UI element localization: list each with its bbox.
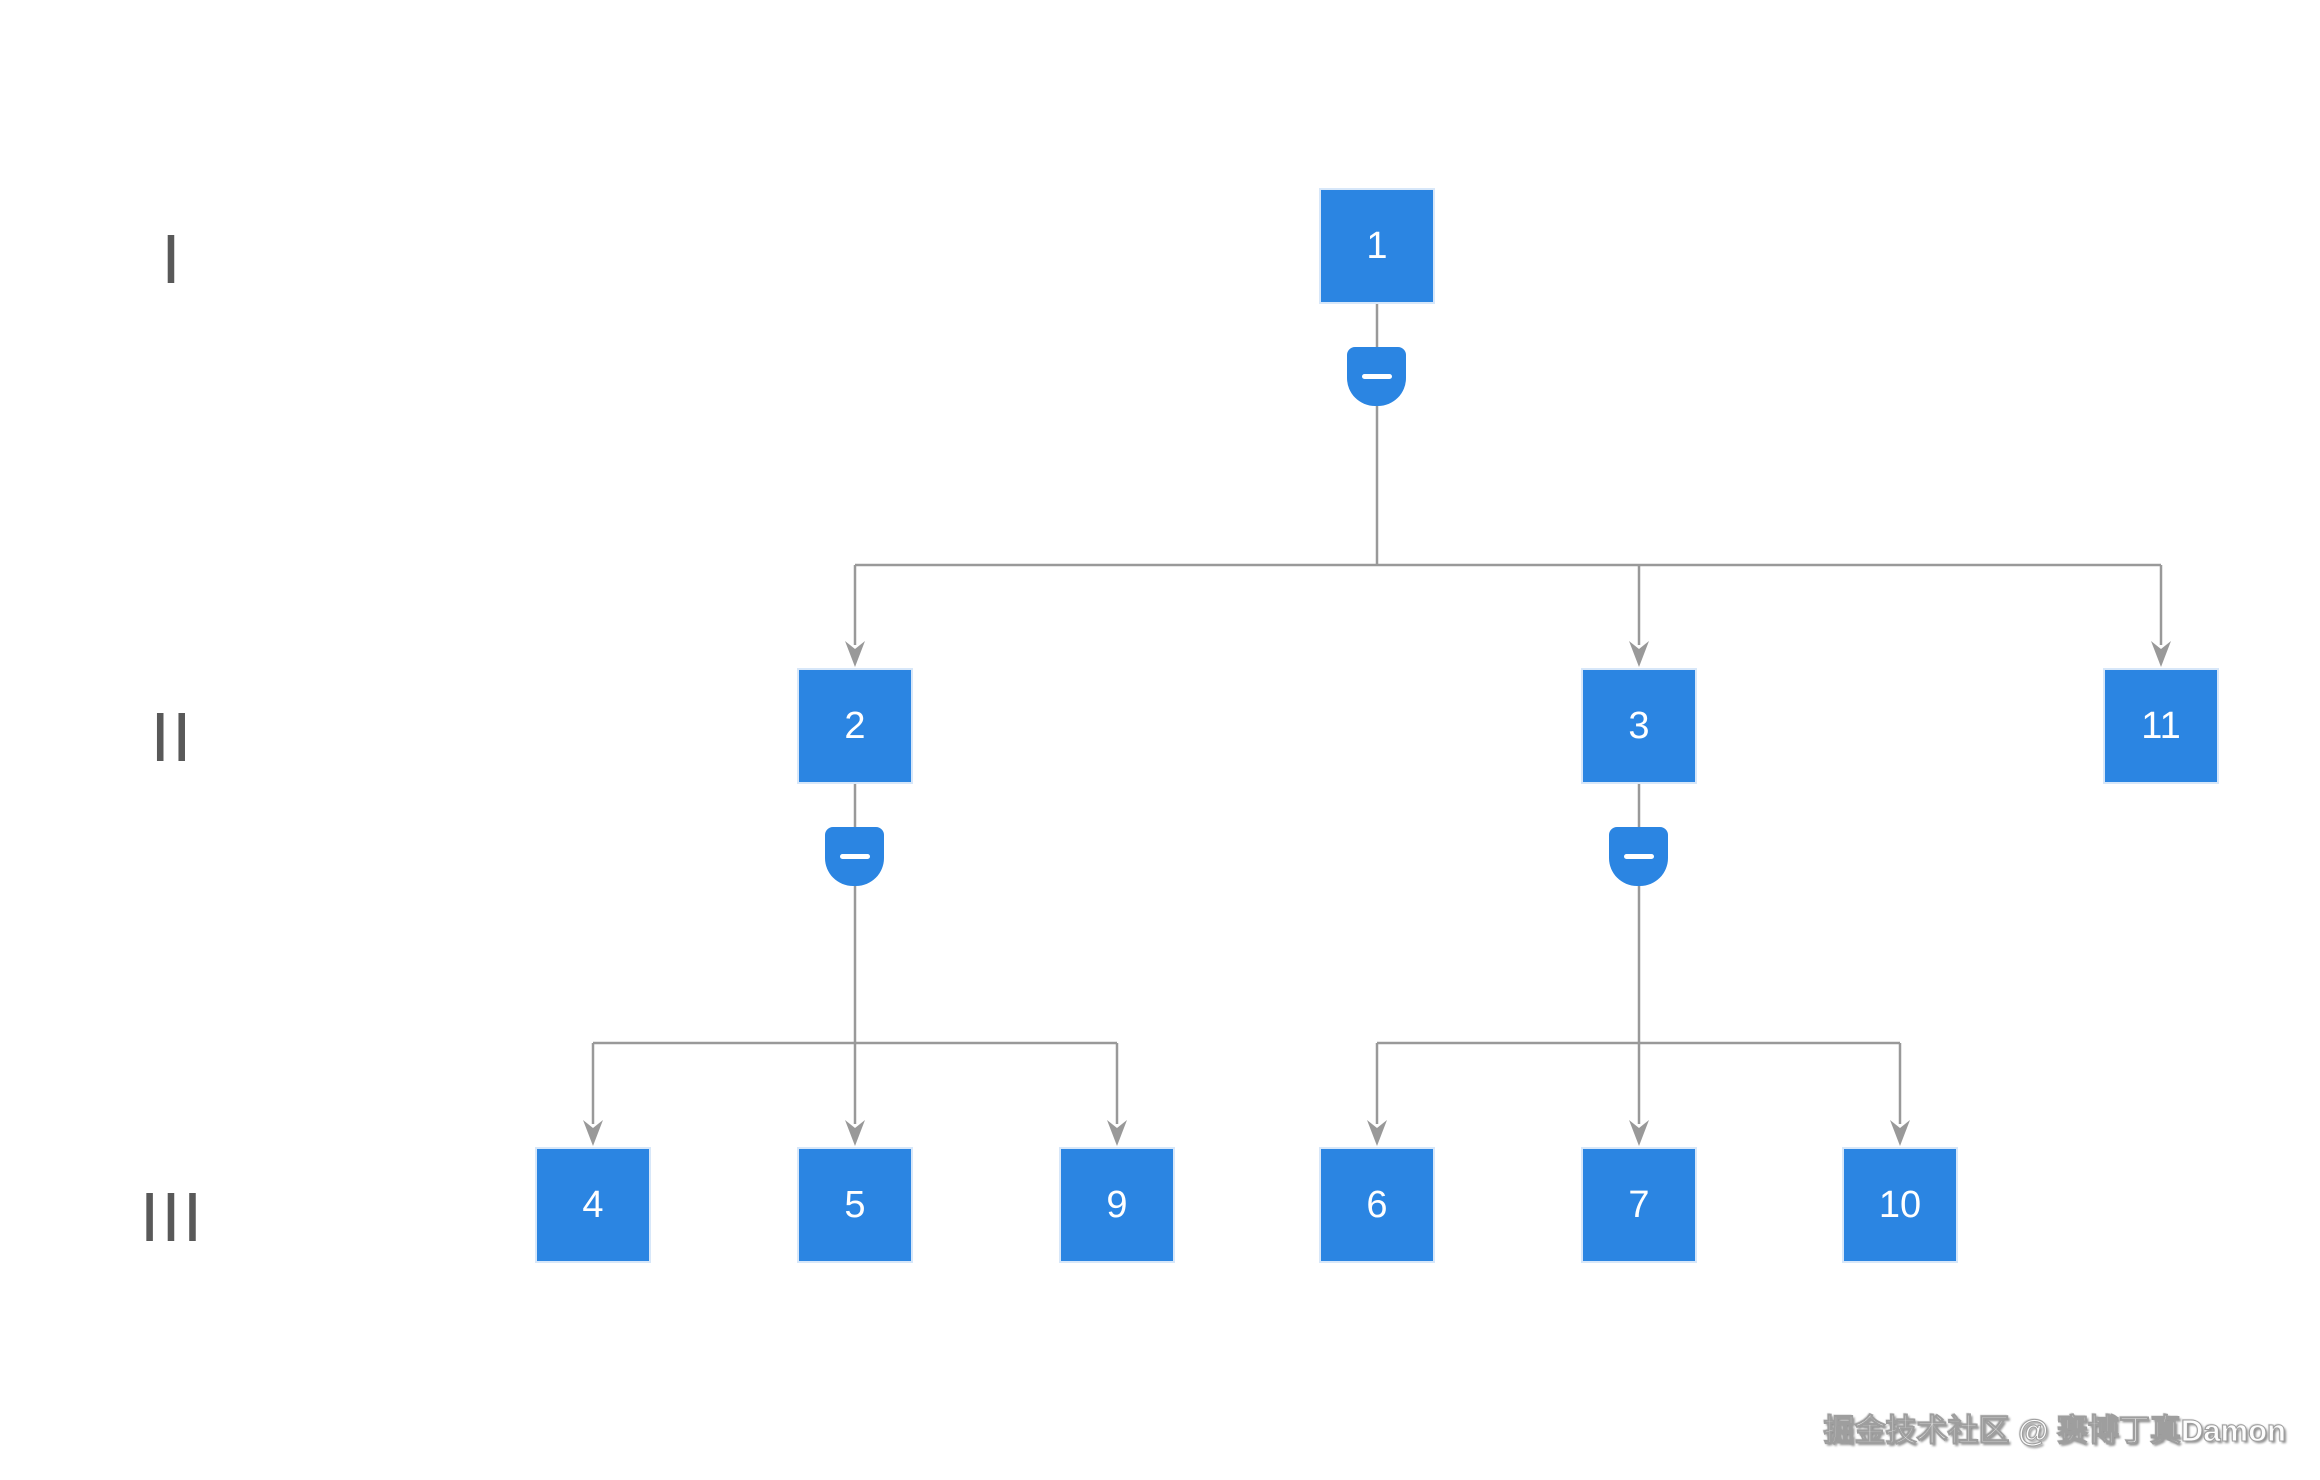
arrowhead-node5-icon <box>845 1120 865 1146</box>
level-label-3: III <box>139 1178 205 1256</box>
arrowhead-node6-icon <box>1367 1120 1387 1146</box>
node-label: 6 <box>1366 1183 1388 1226</box>
node-label: 1 <box>1366 224 1388 267</box>
arrowhead-node3-icon <box>1629 641 1649 667</box>
node-label: 7 <box>1628 1183 1650 1226</box>
minus-icon <box>1361 374 1392 379</box>
tree-node-11[interactable]: 11 <box>2103 668 2219 784</box>
node-label: 3 <box>1628 704 1650 747</box>
node-label: 2 <box>844 704 866 747</box>
node-label: 5 <box>844 1183 866 1226</box>
collapse-button-node-1[interactable] <box>1347 347 1406 406</box>
minus-icon <box>839 854 870 859</box>
tree-node-4[interactable]: 4 <box>535 1147 651 1263</box>
minus-icon <box>1623 854 1654 859</box>
arrowhead-node7-icon <box>1629 1120 1649 1146</box>
tree-node-1[interactable]: 1 <box>1319 188 1435 304</box>
tree-node-9[interactable]: 9 <box>1059 1147 1175 1263</box>
arrowhead-node10-icon <box>1890 1120 1910 1146</box>
tree-node-10[interactable]: 10 <box>1842 1147 1958 1263</box>
tree-node-7[interactable]: 7 <box>1581 1147 1697 1263</box>
node-label: 10 <box>1878 1183 1922 1226</box>
level-label-1: I <box>161 220 183 298</box>
node-label: 4 <box>582 1183 604 1226</box>
tree-node-6[interactable]: 6 <box>1319 1147 1435 1263</box>
tree-node-5[interactable]: 5 <box>797 1147 913 1263</box>
node-label: 11 <box>2141 704 2181 747</box>
tree-node-3[interactable]: 3 <box>1581 668 1697 784</box>
collapse-button-node-2[interactable] <box>825 827 884 886</box>
arrowhead-node2-icon <box>845 641 865 667</box>
level-label-2: II <box>150 698 194 776</box>
arrowhead-node4-icon <box>583 1120 603 1146</box>
watermark-text: 掘金技术社区 @ 赛博丁真Damon <box>1823 1413 2287 1449</box>
arrowhead-node9-icon <box>1107 1120 1127 1146</box>
tree-node-2[interactable]: 2 <box>797 668 913 784</box>
collapse-button-node-3[interactable] <box>1609 827 1668 886</box>
arrowhead-node11-icon <box>2151 641 2171 667</box>
node-label: 9 <box>1106 1183 1128 1226</box>
